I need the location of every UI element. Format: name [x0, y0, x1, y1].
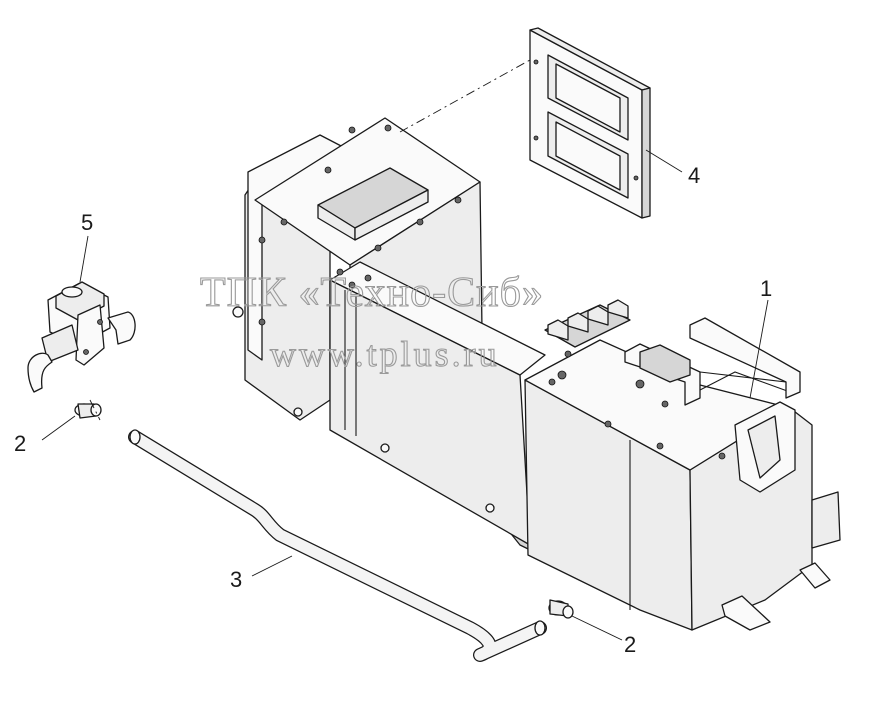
callout-2-upper: 2: [14, 431, 26, 456]
hose-clamp-lower: [548, 599, 574, 619]
callout-4: 4: [688, 163, 700, 188]
watermark: ТПК «Техно-Сиб» www.tplus.ru: [199, 269, 544, 374]
watermark-line-2: www.tplus.ru: [270, 334, 500, 374]
callout-5: 5: [81, 210, 93, 235]
mounting-rail-frame: [624, 317, 801, 406]
leader-3: [251, 555, 293, 577]
solenoid-valve: [27, 281, 136, 393]
coolant-hose: [128, 429, 547, 662]
relay-block: [544, 299, 631, 348]
leader-4: [645, 149, 683, 173]
leader-5: [79, 235, 89, 283]
filter-frame: [529, 27, 651, 219]
assembly-line-filter: [399, 59, 531, 133]
leader-2-lower: [571, 615, 623, 641]
hose-clamp-upper: [74, 403, 102, 419]
callout-2-lower: 2: [624, 632, 636, 657]
watermark-line-1: ТПК «Техно-Сиб»: [200, 270, 544, 316]
assembly-line-clamp: [89, 399, 101, 421]
outlet-bracket: [734, 401, 796, 493]
leader-1: [749, 299, 769, 399]
leader-2-upper: [41, 415, 76, 441]
callout-1: 1: [760, 276, 772, 301]
heater-housing-assembly: [232, 117, 841, 631]
callout-3: 3: [230, 567, 242, 592]
